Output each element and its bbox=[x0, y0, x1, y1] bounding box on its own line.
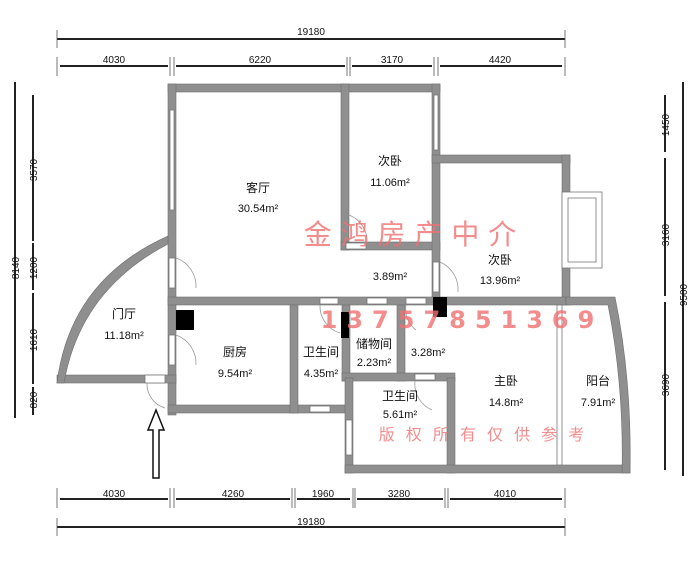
dim-bottom-1: 4030 bbox=[103, 489, 126, 500]
dim-left-total: 8140 bbox=[11, 256, 22, 279]
room-storage-name: 储物间 bbox=[356, 336, 392, 351]
watermark-copyright: 版 权 所 有 仅 供 参 考 bbox=[379, 425, 588, 444]
room-bedroom2a-name: 次卧 bbox=[378, 154, 402, 168]
watermark-phone: 13757851369 bbox=[321, 306, 604, 334]
room-master-area: 14.8m² bbox=[489, 397, 524, 409]
room-balcony-name: 阳台 bbox=[586, 373, 610, 388]
room-bedroom2b-name: 次卧 bbox=[488, 253, 512, 267]
dim-bottom-3: 1960 bbox=[312, 489, 335, 500]
dim-bottom-total: 19180 bbox=[297, 517, 325, 528]
room-master-name: 主卧 bbox=[494, 374, 518, 388]
dim-bottom-5: 4010 bbox=[494, 489, 517, 500]
room-bedroom2a-area: 11.06m² bbox=[370, 177, 410, 189]
room-kitchen-area: 9.54m² bbox=[218, 368, 253, 380]
dim-top-3: 3170 bbox=[381, 55, 404, 66]
room-storage-area: 2.23m² bbox=[357, 357, 392, 369]
watermark-agency: 金 鸿 房 产 中 介 bbox=[304, 218, 517, 251]
column bbox=[176, 310, 194, 330]
dim-left-3: 1610 bbox=[29, 328, 40, 351]
room-bathroom2-name: 卫生间 bbox=[382, 389, 418, 403]
room-bathroom2-area: 5.61m² bbox=[383, 409, 418, 421]
room-living-name: 客厅 bbox=[246, 180, 270, 195]
dim-top-1: 4030 bbox=[103, 55, 126, 66]
entrance-arrow-icon bbox=[146, 407, 166, 479]
door-swings bbox=[146, 214, 459, 411]
room-bedroom2b-area: 13.96m² bbox=[480, 275, 521, 287]
room-corridor-area: 3.28m² bbox=[411, 347, 446, 359]
right-dimensions: 1450 3160 9500 3690 bbox=[661, 82, 690, 476]
dim-left-2: 1200 bbox=[29, 256, 40, 279]
top-dimensions: 19180 4030 6220 3170 4420 bbox=[56, 27, 566, 76]
room-balcony-area: 7.91m² bbox=[581, 397, 616, 409]
dim-left-1: 3570 bbox=[29, 158, 40, 181]
dim-top-total: 19180 bbox=[297, 27, 325, 38]
dim-top-4: 4420 bbox=[489, 55, 512, 66]
dim-right-1: 1450 bbox=[661, 113, 672, 136]
dim-bottom-2: 4260 bbox=[222, 489, 245, 500]
room-kitchen-name: 厨房 bbox=[223, 344, 247, 359]
dim-left-4: 820 bbox=[29, 391, 40, 408]
dim-right-3: 3690 bbox=[661, 373, 672, 396]
room-foyer-area: 11.18m² bbox=[104, 330, 144, 342]
bottom-dimensions: 4030 4260 1960 3280 4010 19180 bbox=[56, 488, 566, 536]
room-hallway-area: 3.89m² bbox=[373, 271, 408, 283]
dim-top-2: 6220 bbox=[249, 55, 272, 66]
dim-bottom-4: 3280 bbox=[388, 489, 411, 500]
room-living-area: 30.54m² bbox=[238, 203, 279, 215]
dim-right-2: 3160 bbox=[661, 223, 672, 246]
column bbox=[341, 312, 349, 338]
dim-right-total: 9500 bbox=[679, 283, 690, 306]
room-bathroom1-area: 4.35m² bbox=[304, 368, 339, 380]
room-labels: 客厅 30.54m² 次卧 11.06m² 次卧 13.96m² 3.89m² … bbox=[104, 154, 615, 421]
left-dimensions: 8140 3570 1200 1610 820 bbox=[11, 82, 40, 418]
windows bbox=[144, 94, 603, 456]
room-foyer-name: 门厅 bbox=[112, 306, 136, 321]
column bbox=[433, 297, 447, 317]
room-bathroom1-name: 卫生间 bbox=[303, 345, 339, 359]
walls bbox=[56, 83, 631, 474]
